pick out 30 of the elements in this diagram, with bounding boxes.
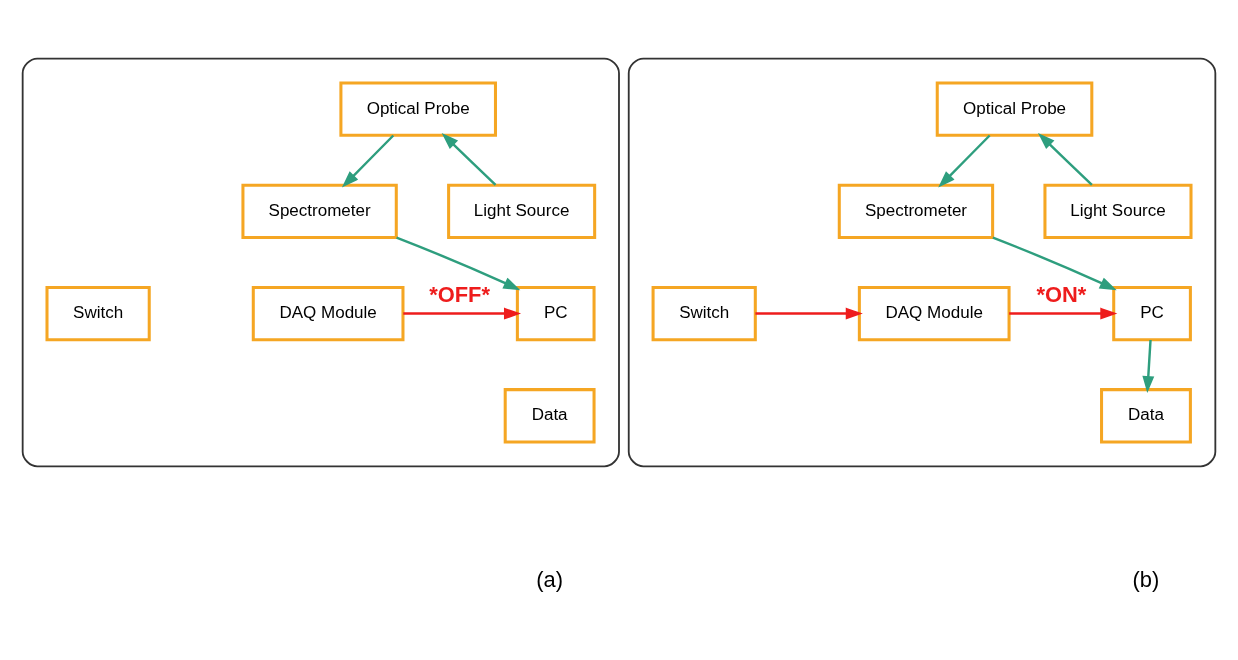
arrow <box>938 134 991 188</box>
node-box: Optical Probe <box>935 81 1094 137</box>
node-box: PC <box>515 285 596 342</box>
node-box: DAQ Module <box>857 285 1011 342</box>
node-box: DAQ Module <box>251 285 405 342</box>
node-box: Data <box>1100 388 1192 444</box>
edge-label: *OFF* <box>429 281 490 307</box>
label: (b) <box>1132 567 1160 593</box>
arrow <box>396 236 521 291</box>
arrow <box>403 307 522 320</box>
cluster <box>21 57 620 468</box>
node-box: Spectrometer <box>837 183 995 240</box>
node-box: Spectrometer <box>241 183 398 240</box>
node-box: Optical Probe <box>339 81 497 137</box>
node-box: Switch <box>45 285 151 342</box>
arrow <box>1142 339 1155 394</box>
arrow <box>1009 307 1118 320</box>
node-box: PC <box>1112 285 1192 342</box>
arrow <box>992 236 1117 291</box>
edge-label: *ON* <box>1036 281 1087 307</box>
arrow <box>441 132 497 186</box>
node-box: Light Source <box>447 183 597 240</box>
node-box: Data <box>503 388 596 444</box>
label: (a) <box>536 567 564 593</box>
node-box: Switch <box>651 285 757 342</box>
arrow <box>755 307 863 320</box>
cluster <box>627 57 1217 468</box>
arrow <box>341 134 395 188</box>
arrow <box>1038 132 1093 186</box>
node-box: Light Source <box>1043 183 1193 240</box>
